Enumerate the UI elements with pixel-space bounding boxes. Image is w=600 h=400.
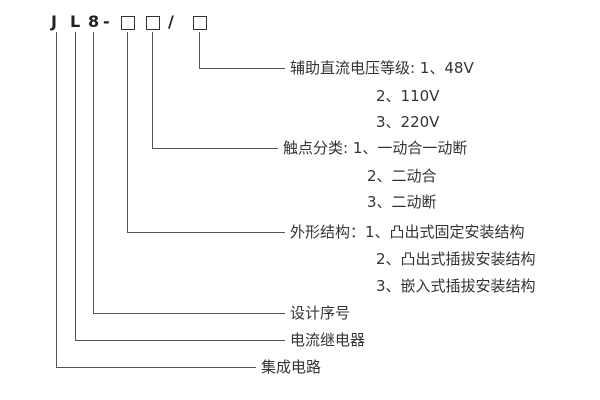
connector-vline-structure	[127, 32, 128, 232]
label-aux-voltage-title: 辅助直流电压等级: 1、48V	[290, 59, 474, 77]
placeholder-box-contact	[146, 16, 160, 30]
connector-hline-relay-type	[75, 340, 285, 341]
connector-vline-aux-voltage	[199, 32, 200, 68]
connector-hline-contact-class	[152, 148, 278, 149]
model-code-dash: -	[103, 12, 110, 31]
label-structure-title: 外形结构：1、凸出式固定安装结构	[290, 223, 525, 241]
connector-vline-design-serial	[93, 32, 94, 313]
connector-vline-relay-type	[75, 32, 76, 340]
label-structure-option-2: 2、凸出式插拔安装结构	[376, 250, 536, 268]
label-contact-class-title: 触点分类: 1、一动合一动断	[283, 139, 468, 157]
placeholder-box-voltage	[193, 16, 207, 30]
label-aux-voltage-option-3: 3、220V	[376, 113, 440, 131]
label-structure-option-3: 3、嵌入式插拔安装结构	[376, 277, 536, 295]
label-design-serial: 设计序号	[290, 304, 351, 322]
label-contact-class-option-2: 2、二动合	[367, 167, 437, 185]
label-aux-voltage-option-2: 2、110V	[376, 87, 440, 105]
model-code-digit: 8	[88, 12, 100, 31]
connector-hline-circuit	[56, 367, 256, 368]
connector-hline-design-serial	[93, 313, 285, 314]
label-contact-class-option-3: 3、二动断	[367, 193, 437, 211]
placeholder-box-structure	[121, 16, 135, 30]
connector-hline-aux-voltage	[199, 68, 285, 69]
model-code-letter-l: L	[70, 12, 81, 31]
label-relay-type: 电流继电器	[290, 331, 366, 349]
label-circuit: 集成电路	[261, 358, 322, 376]
connector-vline-circuit	[56, 32, 57, 367]
model-code-letter-j: J	[51, 12, 57, 31]
connector-hline-structure	[127, 232, 285, 233]
connector-vline-contact-class	[152, 32, 153, 148]
model-code-slash: /	[168, 12, 174, 31]
